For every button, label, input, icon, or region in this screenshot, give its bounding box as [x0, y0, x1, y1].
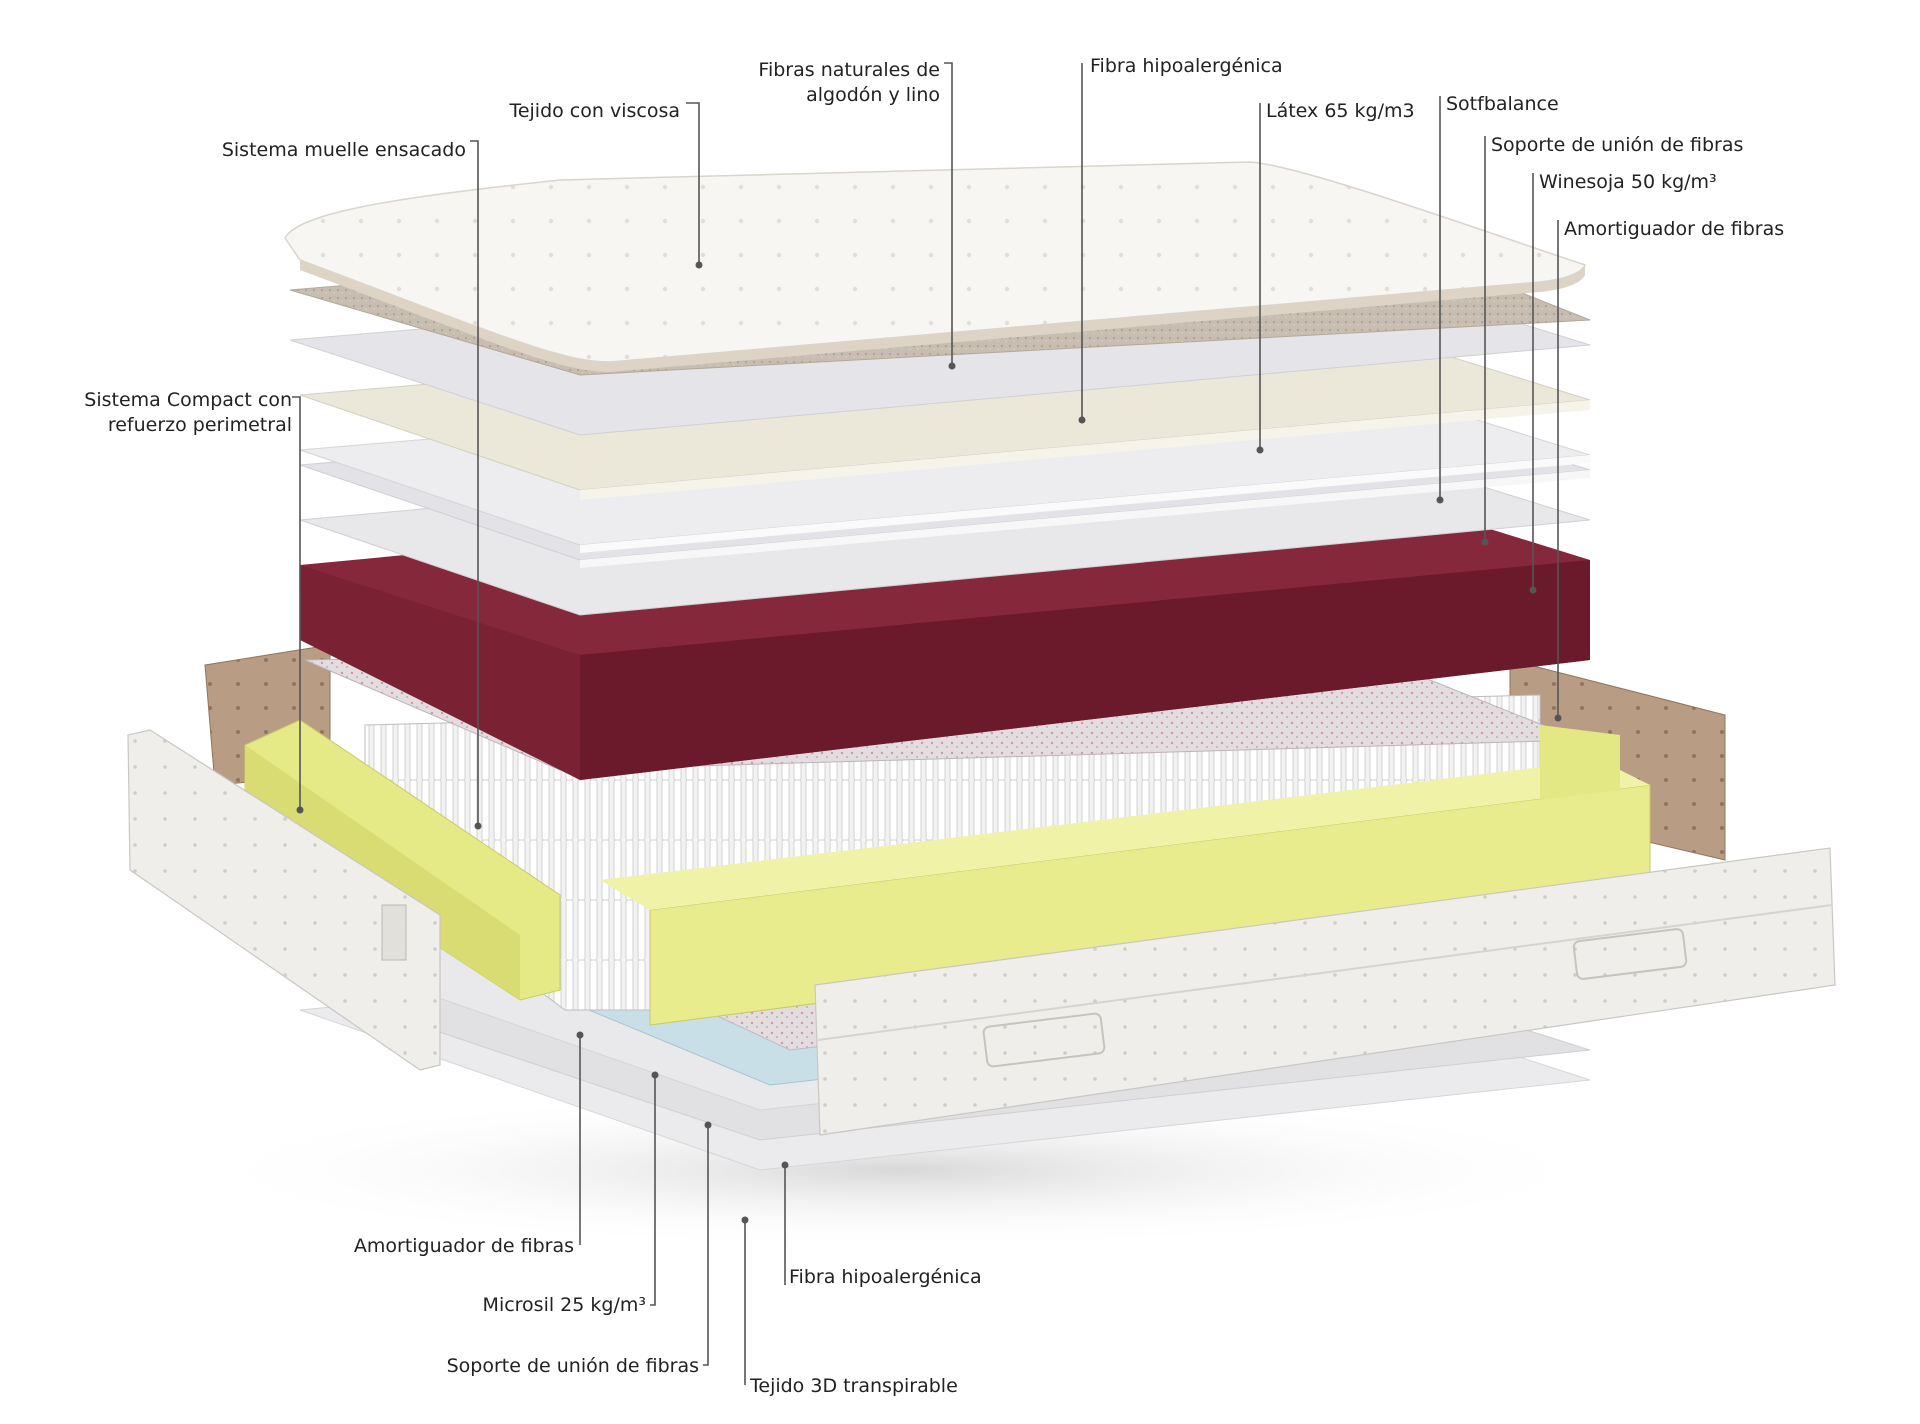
- label-fibras-naturales-2: algodón y lino: [806, 84, 940, 106]
- label-sotfbalance: Sotfbalance: [1446, 93, 1559, 115]
- label-sistema-muelle: Sistema muelle ensacado: [222, 139, 466, 161]
- label-latex: Látex 65 kg/m3: [1266, 100, 1415, 122]
- label-microsil: Microsil 25 kg/m³: [483, 1294, 646, 1316]
- label-soporte-top: Soporte de unión de fibras: [1491, 134, 1743, 156]
- label-tejido-viscosa: Tejido con viscosa: [508, 100, 680, 122]
- side-panel-right: [814, 847, 1836, 1136]
- label-soporte-bottom: Soporte de unión de fibras: [447, 1355, 699, 1377]
- label-sistema-compact-1: Sistema Compact con: [84, 389, 292, 411]
- label-fibra-hipo-top: Fibra hipoalergénica: [1090, 55, 1283, 77]
- compact-perimeter-foam: [244, 719, 1651, 1026]
- label-amortiguador-top: Amortiguador de fibras: [1564, 218, 1784, 240]
- label-tejido-3d: Tejido 3D transpirable: [749, 1375, 958, 1397]
- side-panel-left: [127, 729, 441, 1071]
- label-fibras-naturales-1: Fibras naturales de: [758, 59, 940, 81]
- leader-lines: [292, 62, 1562, 1385]
- ground-shadow: [180, 1090, 1620, 1250]
- label-sistema-compact-2: refuerzo perimetral: [108, 414, 292, 436]
- label-winesoja: Winesoja 50 kg/m³: [1539, 171, 1717, 193]
- label-amortiguador-bottom: Amortiguador de fibras: [354, 1235, 574, 1257]
- label-fibra-hipo-bottom: Fibra hipoalergénica: [789, 1266, 982, 1288]
